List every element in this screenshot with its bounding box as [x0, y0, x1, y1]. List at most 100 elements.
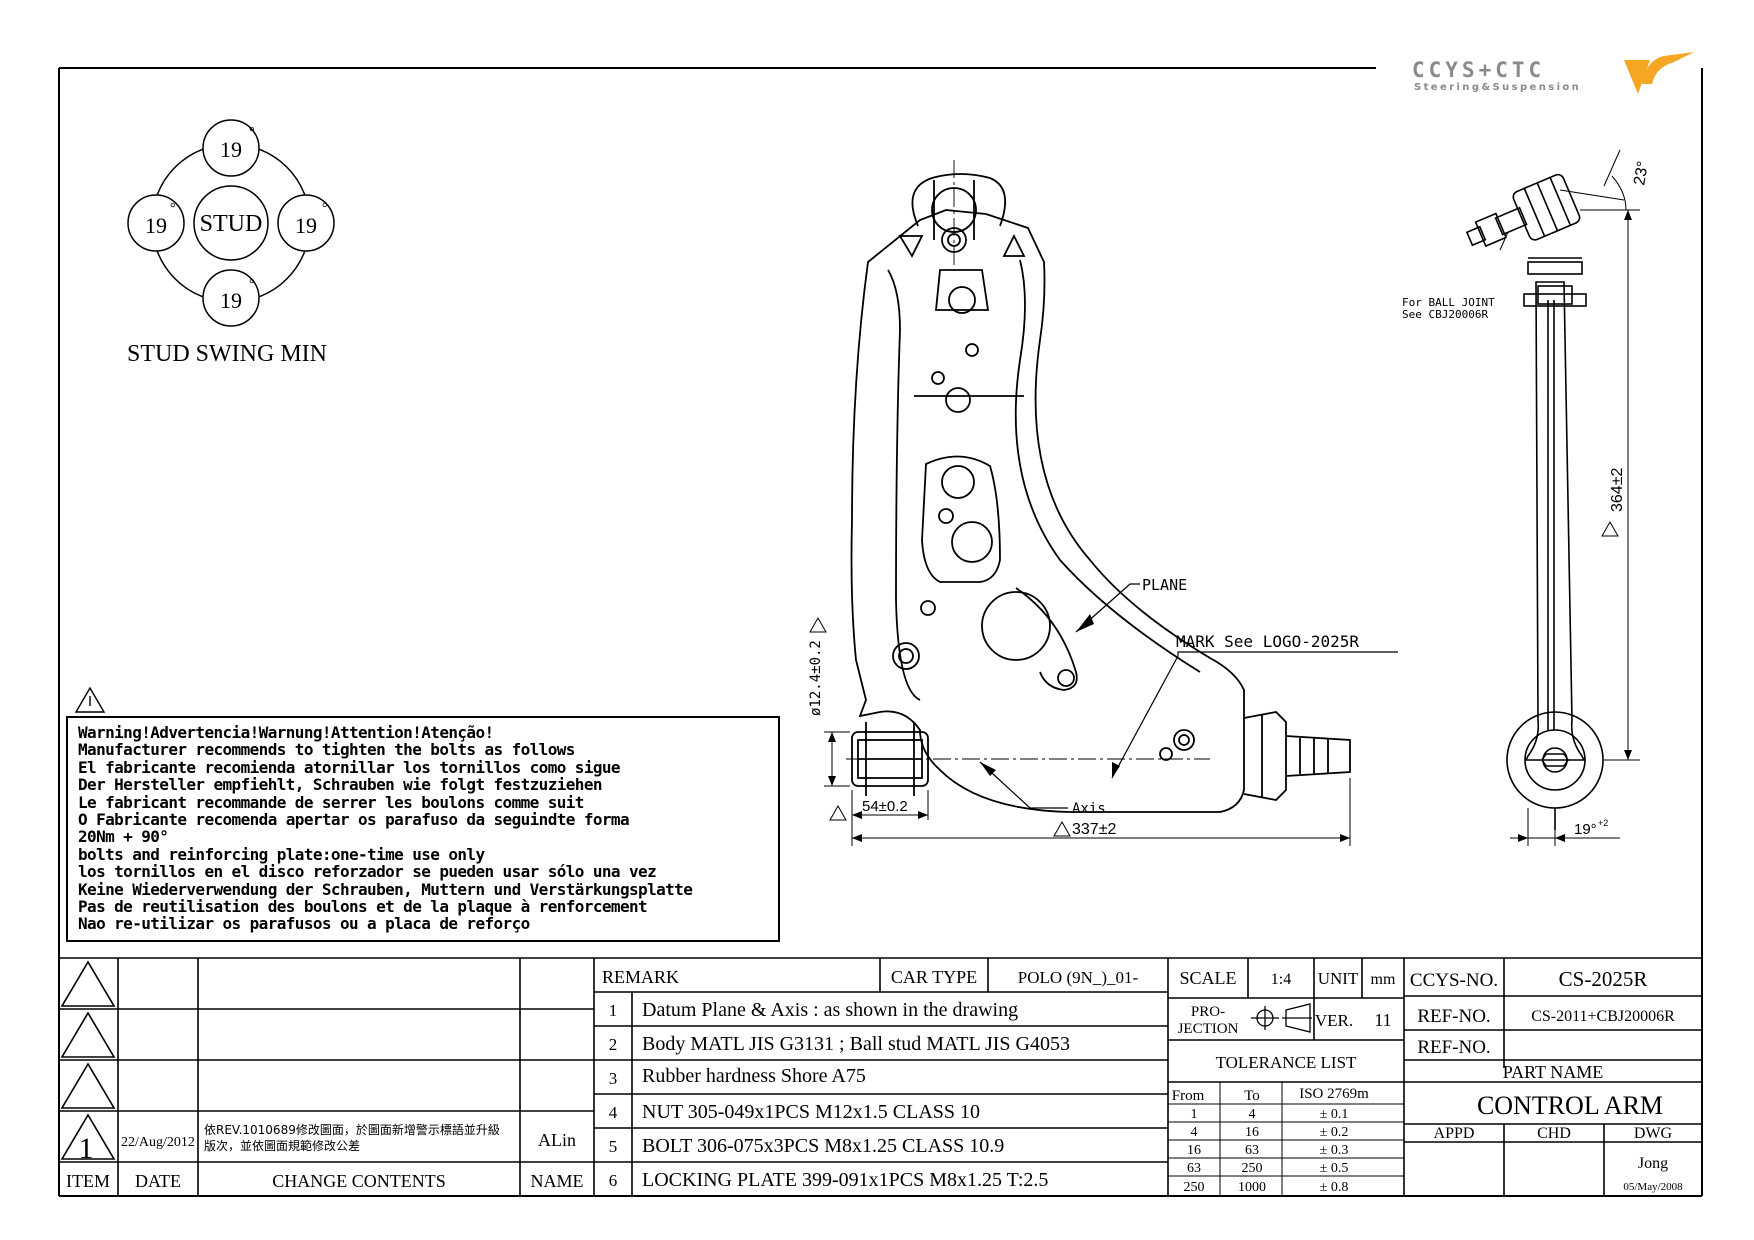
- remark-num-6: 6: [609, 1171, 618, 1190]
- remark-text-2: Body MATL JIS G3131 ; Ball stud MATL JIS…: [642, 1033, 1070, 1055]
- header-change-contents: CHANGE CONTENTS: [272, 1171, 446, 1191]
- brand-logo: CCYS+CTC Steering&Suspension: [1412, 52, 1694, 102]
- car-type-value: POLO (9N_)_01-: [1018, 968, 1139, 987]
- rev-contents-1b: 版次，並依圖面規範修改公差: [204, 1138, 360, 1153]
- scale-value: 1:4: [1271, 971, 1291, 988]
- ref-no-label: REF-NO.: [1417, 1006, 1490, 1027]
- tolerance-title: TOLERANCE LIST: [1216, 1053, 1357, 1072]
- table-grid: [59, 957, 1702, 1196]
- stud-swing-caption: STUD SWING MIN: [127, 341, 327, 367]
- appd-label: APPD: [1434, 1125, 1475, 1142]
- dim-swing-bottom-tolerance: +2: [1598, 818, 1608, 828]
- tol-row-4-to: 250: [1242, 1161, 1263, 1176]
- header-item: ITEM: [66, 1171, 110, 1191]
- projection-symbol-icon: [1251, 1003, 1312, 1033]
- dim-bushing-width: 54±0.2: [862, 798, 908, 815]
- stud-swing-diagram: [127, 119, 335, 327]
- stud-angle-left: 19: [145, 213, 167, 238]
- brand-tagline: Steering&Suspension: [1414, 82, 1582, 93]
- dim-bushing-diameter: ø12.4±0.2: [808, 640, 824, 716]
- remark-text-6: LOCKING PLATE 399-091x1PCS M8x1.25 T:2.5: [642, 1169, 1048, 1191]
- control-arm-side-view: [1465, 173, 1604, 830]
- part-name-label: PART NAME: [1503, 1062, 1603, 1082]
- rev-item-1: 1: [79, 1132, 94, 1165]
- header-name: NAME: [531, 1171, 584, 1191]
- ver-label: VER.: [1315, 1011, 1353, 1030]
- centre-lines: [846, 160, 1210, 760]
- degree-mark-bottom: °: [249, 277, 255, 292]
- warning-triangle-icon: [74, 686, 106, 713]
- mark-label: MARK See LOGO-2025R: [1176, 632, 1359, 651]
- degree-mark-top: °: [249, 125, 255, 140]
- leader-lines: [979, 583, 1398, 809]
- warning-line-9: los tornillos en el disco reforzador se …: [78, 862, 657, 882]
- warning-line-11: Pas de reutilisation des boulons et de l…: [78, 897, 648, 917]
- tol-row-5-from: 250: [1184, 1180, 1205, 1195]
- remark-num-3: 3: [609, 1069, 618, 1088]
- warning-line-8: bolts and reinforcing plate:one-time use…: [78, 844, 485, 864]
- tol-row-4-tol: ± 0.5: [1320, 1161, 1349, 1176]
- rev-name-1: ALin: [538, 1130, 576, 1150]
- warning-line-10: Keine Wiederverwendung der Schrauben, Mu…: [78, 879, 693, 899]
- ccys-no-label: CCYS-NO.: [1410, 970, 1498, 991]
- warning-line-7: 20Nm + 90°: [78, 827, 169, 847]
- part-name-value: CONTROL ARM: [1477, 1091, 1663, 1120]
- remark-text-3: Rubber hardness Shore A75: [642, 1065, 866, 1087]
- tol-row-2-tol: ± 0.2: [1320, 1125, 1349, 1140]
- car-type-label: CAR TYPE: [891, 967, 977, 987]
- axis-label: Axis: [1072, 801, 1106, 817]
- warning-small-icon: [809, 520, 1619, 837]
- drawn-date: 05/May/2008: [1623, 1181, 1683, 1193]
- dimension-arrows: [828, 732, 1350, 842]
- degree-mark-left: °: [170, 201, 176, 216]
- remark-num-2: 2: [609, 1035, 618, 1054]
- tol-row-5-to: 1000: [1238, 1180, 1266, 1195]
- tolerance-rows: 1 4 ± 0.1 4 16 ± 0.2 16 63 ± 0.3 63 250 …: [1184, 1107, 1349, 1195]
- stud-angle-top: 19: [220, 137, 242, 162]
- stud-angle-bottom: 19: [220, 288, 242, 313]
- remark-num-1: 1: [609, 1001, 618, 1020]
- tol-row-4-from: 63: [1187, 1161, 1201, 1176]
- remark-text-5: BOLT 306-075x3PCS M8x1.25 CLASS 10.9: [642, 1135, 1004, 1157]
- dwg-label: DWG: [1634, 1125, 1673, 1142]
- scale-label: SCALE: [1179, 968, 1236, 988]
- rev-date-1: 22/Aug/2012: [121, 1135, 195, 1150]
- control-arm-front-view: [850, 173, 1351, 813]
- projection-label-2: JECTION: [1178, 1021, 1239, 1037]
- warning-line-6: O Fabricante recomenda apertar os parafu…: [78, 810, 630, 830]
- ball-joint-note-1: For BALL JOINT: [1402, 296, 1495, 309]
- projection-label-1: PRO-: [1191, 1004, 1225, 1020]
- remark-text-1: Datum Plane & Axis : as shown in the dra…: [642, 999, 1018, 1021]
- warning-line-4: Der Hersteller empfiehlt, Schrauben wie …: [78, 775, 603, 795]
- arrowheads: [980, 614, 1120, 778]
- brand-mark-icon: [1624, 52, 1694, 94]
- degree-mark-right: °: [322, 201, 328, 216]
- dim-angle-top: 23°: [1631, 160, 1652, 187]
- stud-angle-right: 19: [295, 213, 317, 238]
- warning-line-1: Warning!Advertencia!Warnung!Attention!At…: [78, 723, 494, 742]
- tol-std-header: ISO 2769m: [1299, 1086, 1369, 1102]
- warning-notice-box: Warning!Advertencia!Warnung!Attention!At…: [66, 716, 780, 942]
- tol-row-1-to: 4: [1249, 1107, 1256, 1122]
- stud-center-label: STUD: [200, 211, 263, 237]
- warning-line-3: El fabricante recomienda atornillar los …: [78, 757, 621, 777]
- tol-to-header: To: [1244, 1088, 1260, 1104]
- rev-contents-1a: 依REV.1010689修改圖面，於圖面新增警示標語並升級: [204, 1122, 500, 1137]
- brand-name: CCYS+CTC: [1412, 58, 1546, 82]
- warning-line-12: Nao re-utilizar os parafusos ou a placa …: [78, 914, 530, 934]
- ball-joint-note-2: See CBJ20006R: [1402, 308, 1488, 321]
- ref-no-value: CS-2011+CBJ20006R: [1531, 1008, 1675, 1025]
- ref-no-label-2: REF-NO.: [1417, 1037, 1490, 1058]
- sheet-border: [58, 67, 1703, 1197]
- side-dimension-arrows: [1518, 210, 1632, 842]
- ccys-no-value: CS-2025R: [1559, 967, 1648, 991]
- dim-overall-length: 337±2: [1072, 821, 1116, 838]
- tol-row-2-from: 4: [1191, 1125, 1198, 1140]
- remark-list: 1 Datum Plane & Axis : as shown in the d…: [609, 999, 1070, 1191]
- tol-row-2-to: 16: [1245, 1125, 1259, 1140]
- unit-value: mm: [1371, 971, 1396, 988]
- tol-row-3-to: 63: [1245, 1143, 1259, 1158]
- remark-title: REMARK: [602, 967, 679, 987]
- tol-row-1-from: 1: [1191, 1107, 1198, 1122]
